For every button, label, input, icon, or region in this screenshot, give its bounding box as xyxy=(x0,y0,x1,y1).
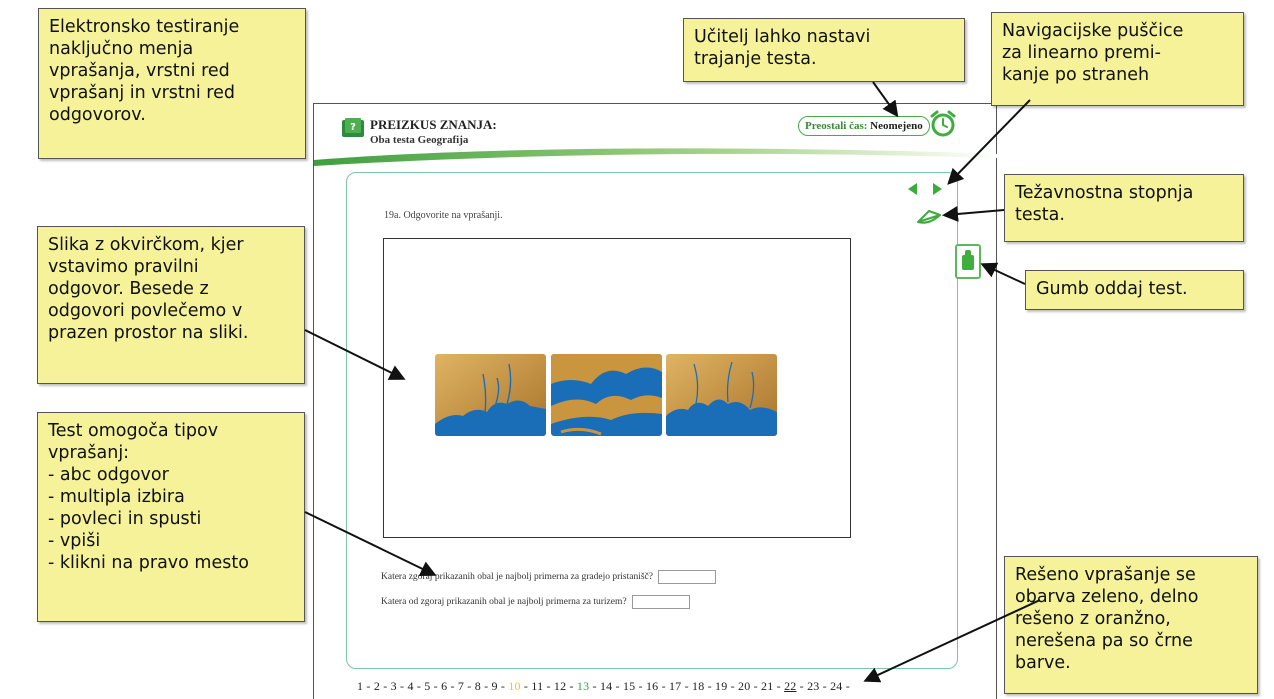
pager-item-14[interactable]: 14 xyxy=(599,679,613,693)
timer-value: Neomejeno xyxy=(870,120,923,132)
pager-separator: - xyxy=(566,679,577,693)
timer-label: Preostali čas: xyxy=(805,120,868,132)
arrow-right-icon[interactable] xyxy=(930,182,944,196)
pager-separator: - xyxy=(658,679,669,693)
test-window: ? PREIZKUS ZNANJA: Oba testa Geografija … xyxy=(313,103,998,699)
pager-separator: - xyxy=(497,679,509,693)
question-panel xyxy=(346,172,958,669)
pager-item-22[interactable]: 22 xyxy=(784,679,797,693)
pager-item-1[interactable]: 1 xyxy=(357,679,364,693)
pager-separator: - xyxy=(635,679,646,693)
pager-separator: - xyxy=(842,679,850,693)
callout-randomize: Elektronsko testiranje naključno menja v… xyxy=(38,8,306,159)
pager-separator: - xyxy=(773,679,785,693)
pager-item-24[interactable]: 24 xyxy=(830,679,843,693)
coast-map-1[interactable] xyxy=(435,354,546,436)
pager-item-13[interactable]: 13 xyxy=(576,679,590,693)
pager-item-21[interactable]: 21 xyxy=(761,679,774,693)
pager-separator: - xyxy=(380,679,391,693)
pager-item-12[interactable]: 12 xyxy=(553,679,567,693)
page-title: PREIZKUS ZNANJA: xyxy=(370,117,497,132)
alarm-clock-icon xyxy=(930,110,956,137)
pager-separator: - xyxy=(704,679,716,693)
pager-separator: - xyxy=(543,679,554,693)
submit-icon xyxy=(962,250,974,270)
pager-item-20[interactable]: 20 xyxy=(738,679,751,693)
answer-input-2[interactable] xyxy=(631,595,690,609)
book-icon: ? xyxy=(342,118,364,137)
pager-item-2[interactable]: 2 xyxy=(373,679,381,693)
question-heading: 19a. Odgovorite na vprašanji. xyxy=(384,210,503,221)
pager-item-4[interactable]: 4 xyxy=(407,679,414,693)
pager-separator: - xyxy=(796,679,808,693)
pager-item-19[interactable]: 19 xyxy=(715,679,728,693)
pager-item-17[interactable]: 17 xyxy=(668,679,682,693)
pager-separator: - xyxy=(750,679,762,693)
coast-map-2[interactable] xyxy=(551,354,662,436)
callout-navigation: Navigacijske puščice za linearno premi- … xyxy=(991,12,1244,106)
svg-text:?: ? xyxy=(350,122,356,133)
callout-question-types: Test omogoča tipov vprašanj: - abc odgov… xyxy=(37,412,305,622)
drop-image-frame[interactable] xyxy=(383,238,851,538)
test-subtitle: Oba testa Geografija xyxy=(370,134,469,146)
pager-item-6[interactable]: 6 xyxy=(441,679,448,693)
pager-item-18[interactable]: 18 xyxy=(692,679,705,693)
callout-submit: Gumb oddaj test. xyxy=(1025,270,1244,310)
pager-item-8[interactable]: 8 xyxy=(474,679,481,693)
pager-separator: - xyxy=(612,679,623,693)
pager-separator: - xyxy=(727,679,739,693)
answer-input-1[interactable] xyxy=(658,570,717,584)
pager-separator: - xyxy=(681,679,692,693)
callout-timer: Učitelj lahko nastavi trajanje testa. xyxy=(683,18,965,82)
pager-separator: - xyxy=(430,679,442,693)
header-swoosh xyxy=(314,148,998,166)
pager-separator: - xyxy=(480,679,492,693)
pager-item-10[interactable]: 10 xyxy=(508,679,521,693)
callout-status-colors: Rešeno vprašanje se obarva zeleno, delno… xyxy=(1004,556,1258,694)
pager-separator: - xyxy=(520,679,532,693)
pager-item-3[interactable]: 3 xyxy=(390,679,397,693)
question-line-2: Katera od zgoraj prikazanih obal je najb… xyxy=(381,595,690,609)
pager-item-15[interactable]: 15 xyxy=(622,679,636,693)
difficulty-icon xyxy=(917,210,941,224)
pager-item-9[interactable]: 9 xyxy=(491,679,498,693)
pager-separator: - xyxy=(363,679,374,693)
pager-separator: - xyxy=(396,679,408,693)
pager-separator: - xyxy=(819,679,831,693)
pager-separator: - xyxy=(464,679,475,693)
pager-separator: - xyxy=(589,679,600,693)
arrow-left-icon[interactable] xyxy=(906,182,920,196)
pager-separator: - xyxy=(413,679,425,693)
coast-map-3[interactable] xyxy=(666,354,777,436)
callout-image: Slika z okvirčkom, kjer vstavimo praviln… xyxy=(37,226,305,384)
question-pager: 1 - 2 - 3 - 4 - 5 - 6 - 7 - 8 - 9 - 10 -… xyxy=(357,679,850,694)
question-line-1: Katera zgoraj prikazanih obal je najbolj… xyxy=(381,570,717,584)
pager-item-5[interactable]: 5 xyxy=(424,679,431,693)
pager-item-16[interactable]: 16 xyxy=(645,679,659,693)
submit-test-button[interactable] xyxy=(955,244,981,279)
pager-item-23[interactable]: 23 xyxy=(807,679,820,693)
callout-difficulty: Težavnostna stopnja testa. xyxy=(1004,174,1244,242)
pager-separator: - xyxy=(447,679,458,693)
pager-item-7[interactable]: 7 xyxy=(457,679,465,693)
remaining-time: Preostali čas: Neomejeno xyxy=(798,116,930,136)
pager-item-11[interactable]: 11 xyxy=(531,679,544,693)
